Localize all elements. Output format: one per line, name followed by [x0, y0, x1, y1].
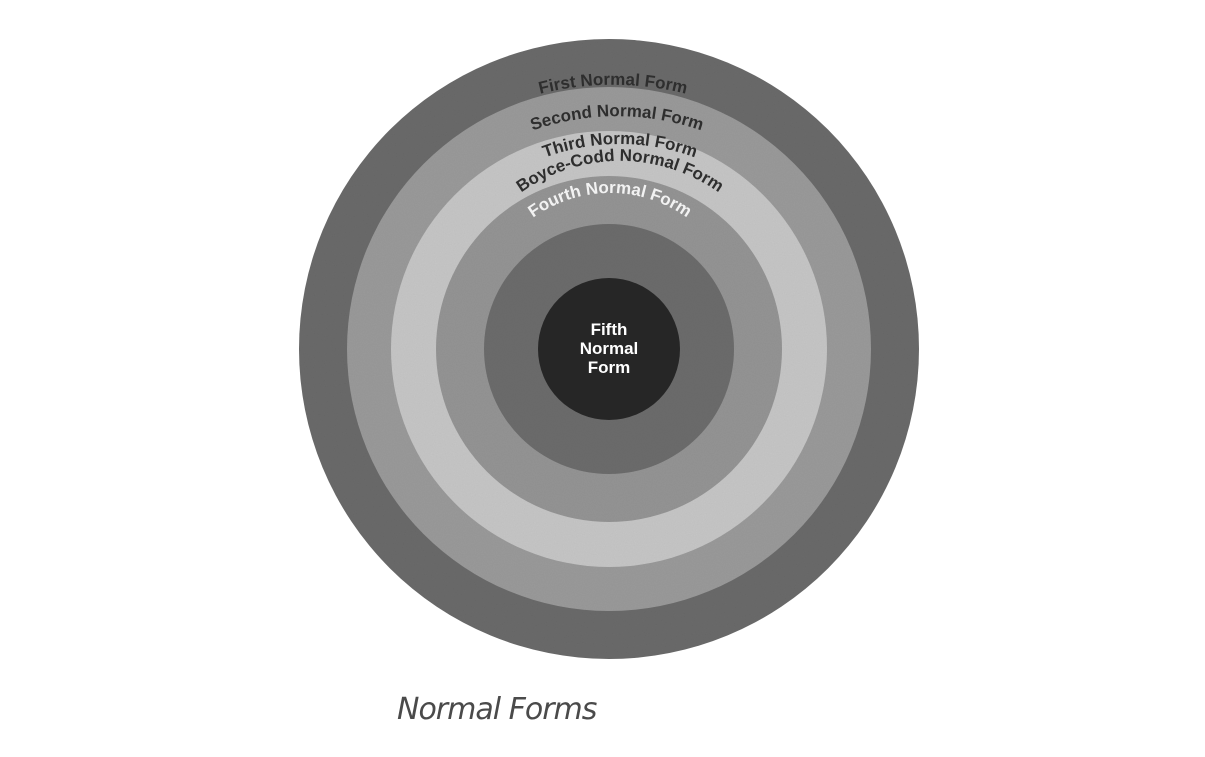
center-label-line-3: Form: [588, 358, 631, 377]
center-circle: [538, 278, 680, 420]
center-label-line-1: Fifth: [591, 320, 628, 339]
center-label-line-2: Normal: [580, 339, 639, 358]
figure-caption: Normal Forms: [397, 692, 597, 727]
